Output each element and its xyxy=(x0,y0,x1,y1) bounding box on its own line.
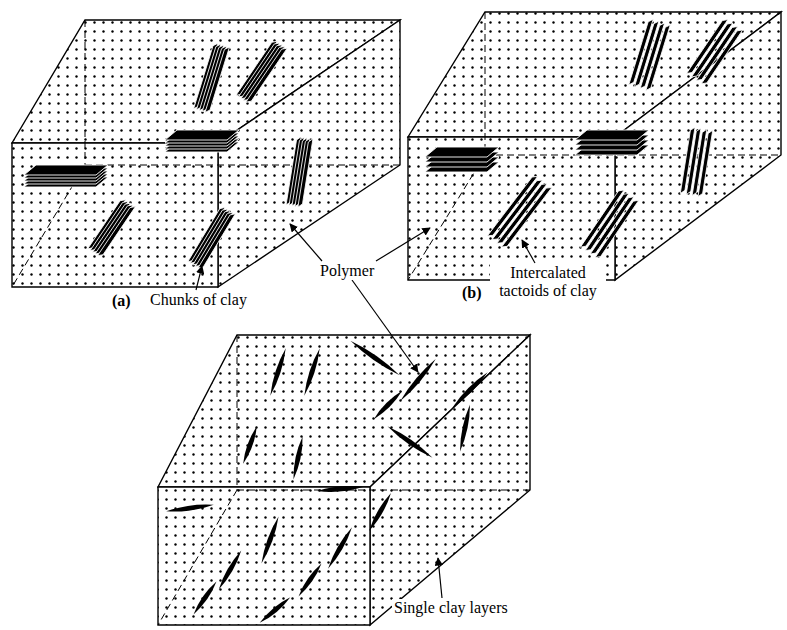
clay-platelet xyxy=(425,147,499,157)
clay-layer xyxy=(458,404,473,452)
clay-platelet xyxy=(204,46,230,114)
clay-layer xyxy=(326,526,354,570)
clay-platelet xyxy=(501,185,553,250)
part-label: (b) xyxy=(460,284,484,302)
leader-line xyxy=(352,280,418,372)
leader-label: Intercalated tactoids of clay xyxy=(490,264,606,299)
clay-platelet xyxy=(697,130,714,198)
hidden-edge xyxy=(85,165,400,166)
hidden-edge xyxy=(237,335,238,490)
clay-platelet xyxy=(245,46,288,105)
leader-line xyxy=(376,228,430,261)
polymer-box-face xyxy=(370,335,530,625)
clay-platelet xyxy=(24,165,108,175)
clay-layer xyxy=(317,485,363,494)
clay-layer xyxy=(372,389,404,421)
hidden-edge xyxy=(485,12,486,155)
leader-line xyxy=(522,240,535,263)
leader-line xyxy=(438,558,442,598)
clay-layer xyxy=(398,357,437,402)
clay-layer xyxy=(258,595,292,625)
clay-layer xyxy=(451,371,490,410)
clay-layer xyxy=(349,339,401,378)
clay-platelet xyxy=(695,24,738,83)
hidden-edge xyxy=(85,20,86,165)
clay-platelet xyxy=(165,130,239,140)
clay-layer xyxy=(302,347,322,396)
leader-line xyxy=(196,266,202,290)
clay-layer xyxy=(259,516,281,565)
clay-layer xyxy=(367,492,393,533)
clay-layer xyxy=(241,425,259,464)
hidden-edge xyxy=(158,490,237,625)
polymer-box-face xyxy=(158,487,370,625)
clay-platelet xyxy=(97,204,137,258)
leader-label: Single clay layers xyxy=(392,599,510,617)
leader-label: Polymer xyxy=(318,262,376,280)
polymer-box-face xyxy=(218,20,400,287)
clay-platelet xyxy=(589,195,634,257)
polymer-box-face xyxy=(408,137,615,280)
clay-platelet xyxy=(575,130,649,140)
hidden-edge xyxy=(408,155,485,280)
leader-line xyxy=(290,224,322,261)
clay-layer xyxy=(191,580,218,616)
clay-layer xyxy=(217,549,244,590)
hidden-edge xyxy=(237,490,530,491)
clay-layer xyxy=(291,436,305,480)
clay-platelet xyxy=(496,181,548,246)
clay-platelet xyxy=(297,138,314,208)
clay-platelet xyxy=(645,24,671,92)
clay-layer xyxy=(386,424,434,460)
clay-platelet xyxy=(700,28,743,87)
clay-platelet xyxy=(594,198,639,260)
clay-layer xyxy=(296,562,323,598)
part-label: (a) xyxy=(110,292,133,310)
leader-label: Chunks of clay xyxy=(148,291,249,309)
clay-platelet xyxy=(197,212,236,271)
clay-layer xyxy=(166,502,214,514)
clay-layer xyxy=(268,347,288,396)
